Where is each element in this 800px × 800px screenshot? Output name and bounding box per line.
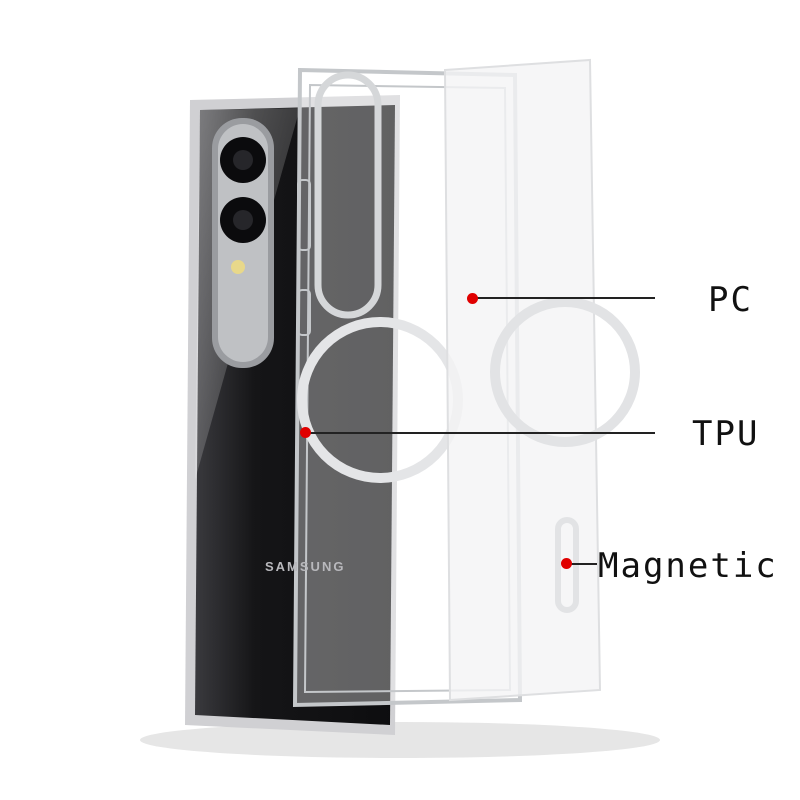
pc-plate (443, 58, 640, 702)
phone (185, 95, 400, 735)
shadow (140, 722, 660, 758)
magnetic-leader-line (567, 563, 597, 565)
tpu-label: TPU (692, 414, 760, 454)
brand-logo: SAMSUNG (265, 559, 346, 574)
tpu-leader-line (305, 432, 655, 434)
magnetic-label: Magnetic (598, 546, 778, 586)
pc-label: PC (708, 280, 753, 320)
pc-leader-line (472, 297, 655, 299)
pc-marker-dot (467, 293, 478, 304)
magnetic-marker-dot (561, 558, 572, 569)
tpu-marker-dot (300, 427, 311, 438)
